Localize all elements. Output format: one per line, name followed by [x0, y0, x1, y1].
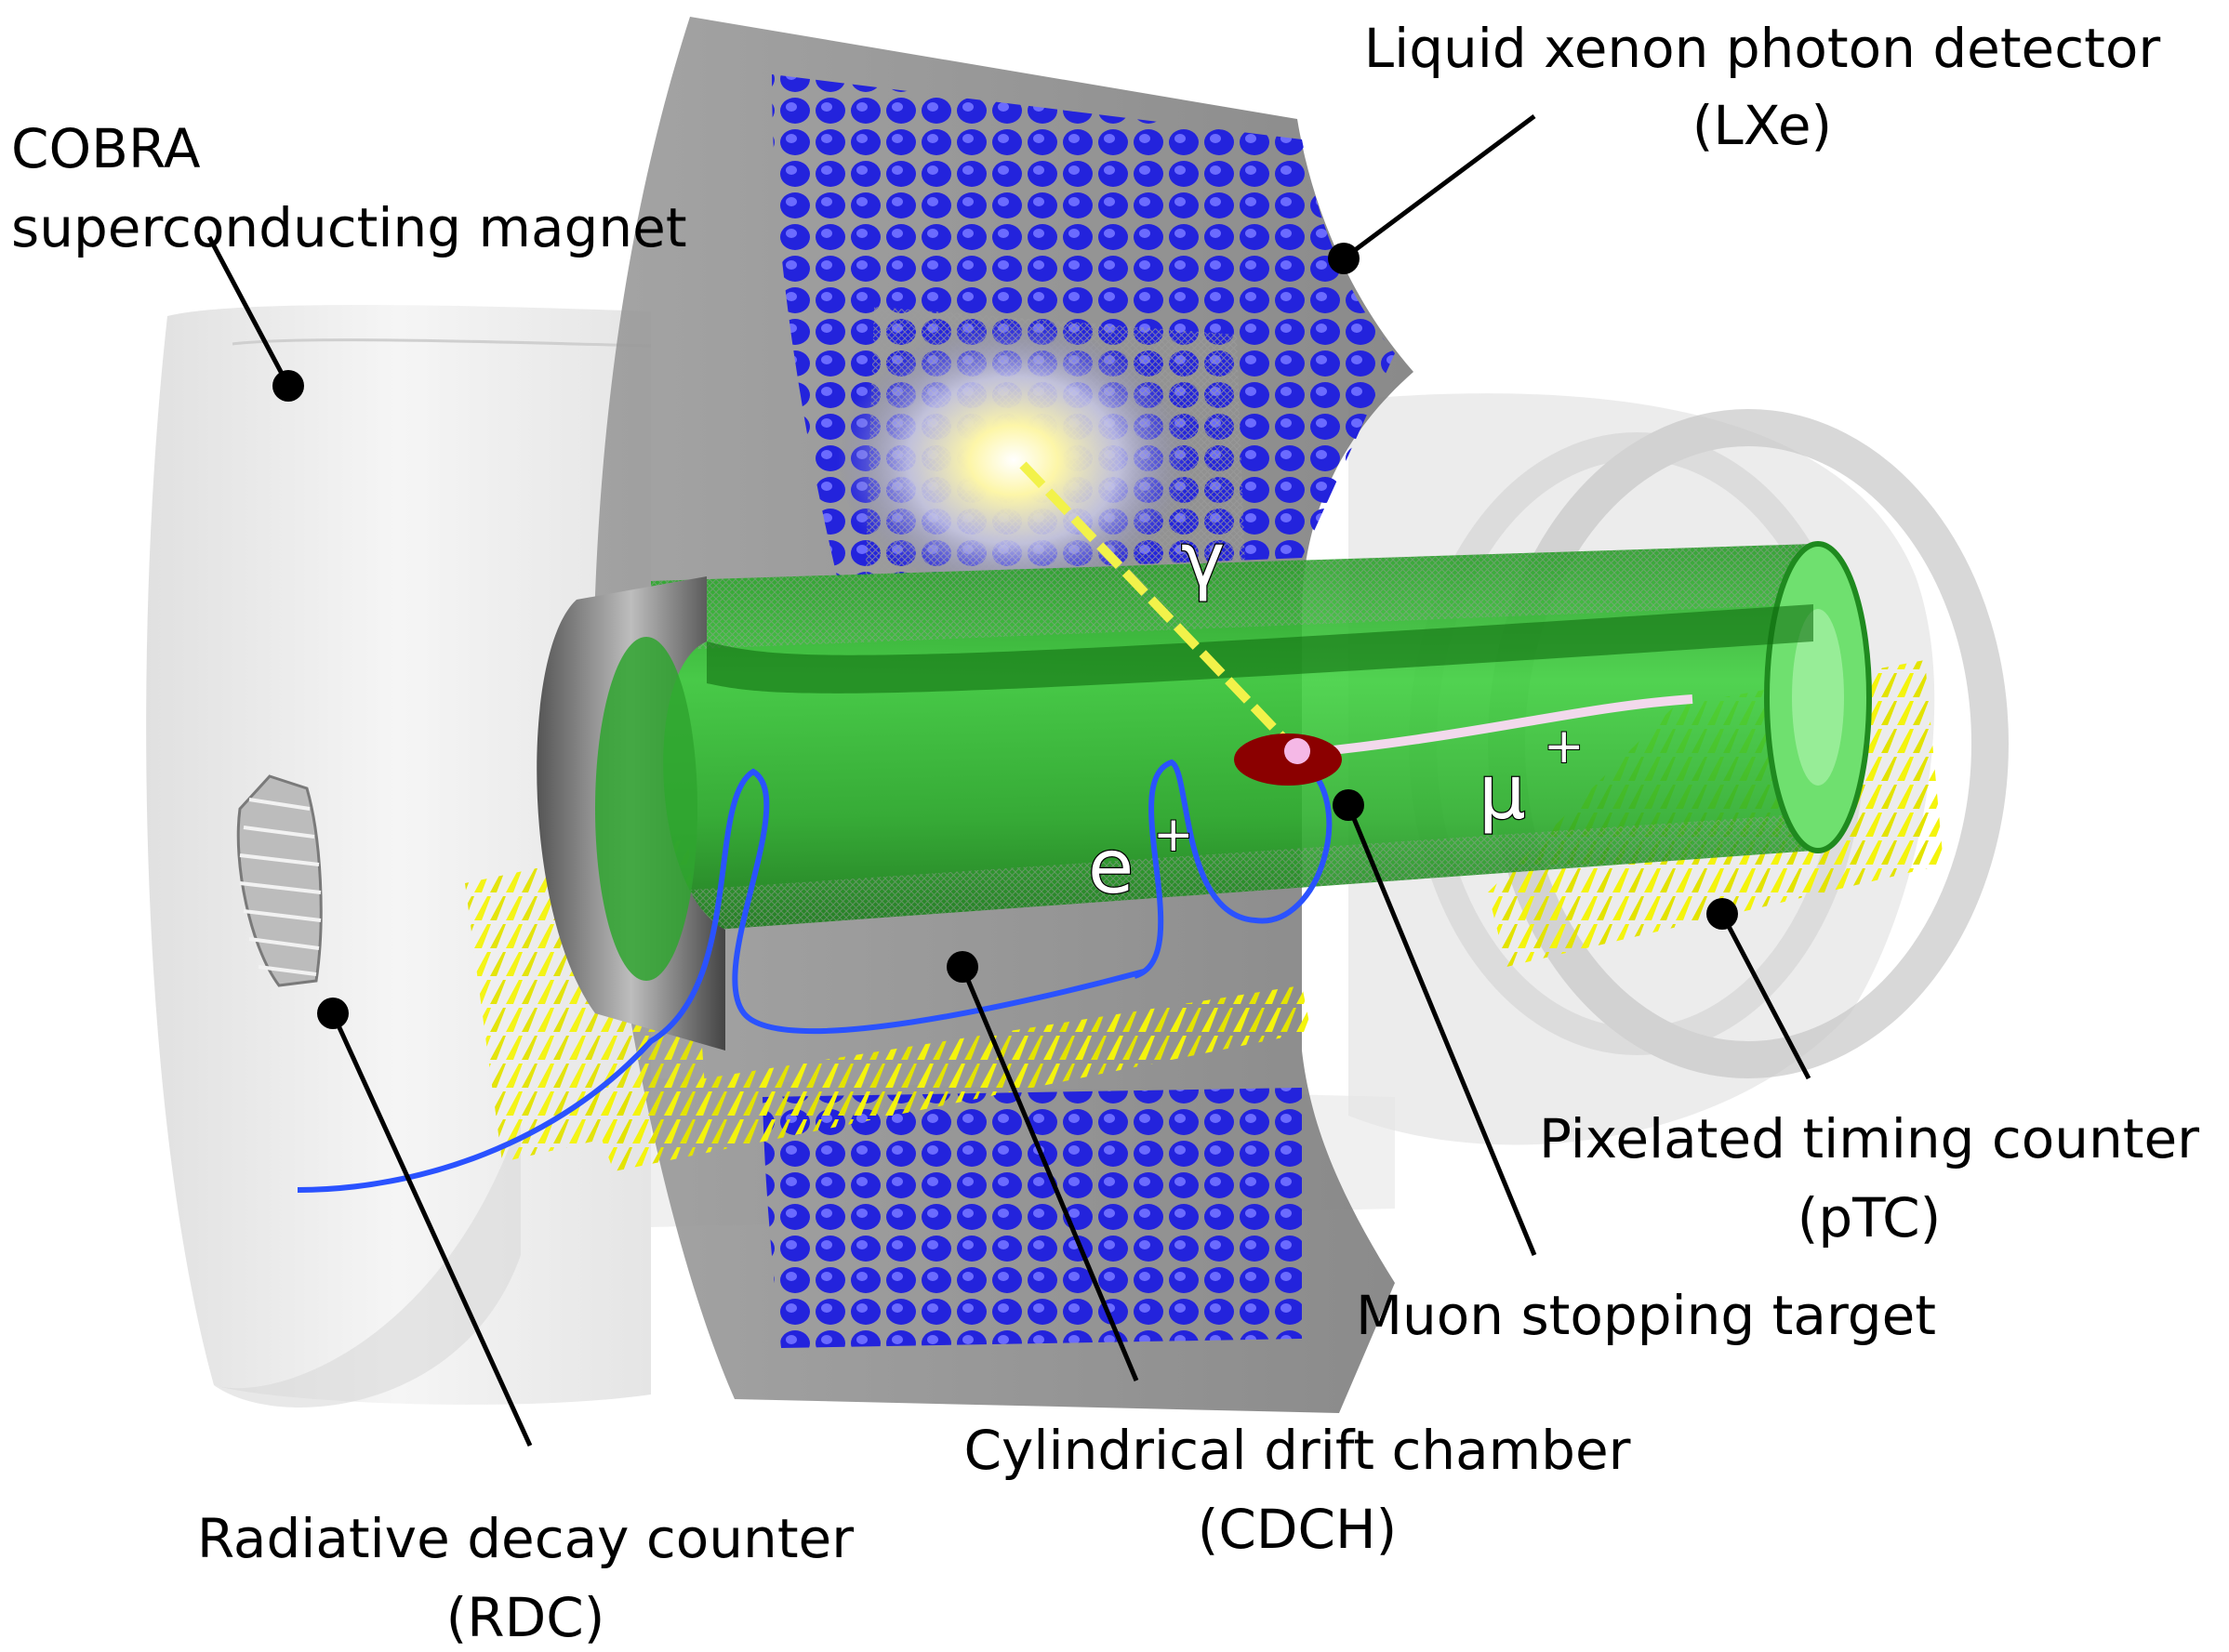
- svg-text:Radiative decay counter: Radiative decay counter: [197, 1507, 854, 1570]
- positron-sup-label: +: [1153, 807, 1194, 863]
- svg-text:Pixelated timing counter: Pixelated timing counter: [1539, 1107, 2199, 1170]
- svg-text:superconducting magnet: superconducting magnet: [11, 196, 687, 259]
- cdch-chamber: [537, 541, 1872, 1051]
- rdc-label: Radiative decay counter (RDC): [197, 1507, 854, 1649]
- particle-tracks: [297, 461, 1693, 1193]
- cobra-label: COBRA superconducting magnet: [11, 117, 687, 259]
- muon-label: μ: [1479, 749, 1526, 836]
- svg-text:(pTC): (pTC): [1798, 1186, 1942, 1249]
- svg-text:Liquid xenon photon detector: Liquid xenon photon detector: [1364, 17, 2161, 80]
- rdc-detector: [236, 774, 323, 987]
- ptc-label: Pixelated timing counter (pTC): [1539, 1107, 2199, 1249]
- target-label: Muon stopping target: [1356, 1284, 1936, 1347]
- svg-text:(CDCH): (CDCH): [1198, 1498, 1398, 1561]
- particle-labels: γ e + μ +: [1087, 516, 1586, 912]
- svg-text:COBRA: COBRA: [11, 117, 201, 180]
- svg-text:Cylindrical drift chamber: Cylindrical drift chamber: [964, 1419, 1631, 1482]
- svg-text:Muon stopping target: Muon stopping target: [1356, 1284, 1936, 1347]
- cdch-label: Cylindrical drift chamber (CDCH): [964, 1419, 1631, 1561]
- leader-lines: [206, 113, 1811, 1447]
- svg-text:(LXe): (LXe): [1692, 94, 1832, 157]
- lxe-label: Liquid xenon photon detector (LXe): [1364, 17, 2161, 157]
- muon-sup-label: +: [1544, 719, 1585, 774]
- svg-text:(RDC): (RDC): [446, 1586, 605, 1649]
- gamma-label: γ: [1181, 517, 1225, 603]
- positron-label: e: [1088, 824, 1134, 910]
